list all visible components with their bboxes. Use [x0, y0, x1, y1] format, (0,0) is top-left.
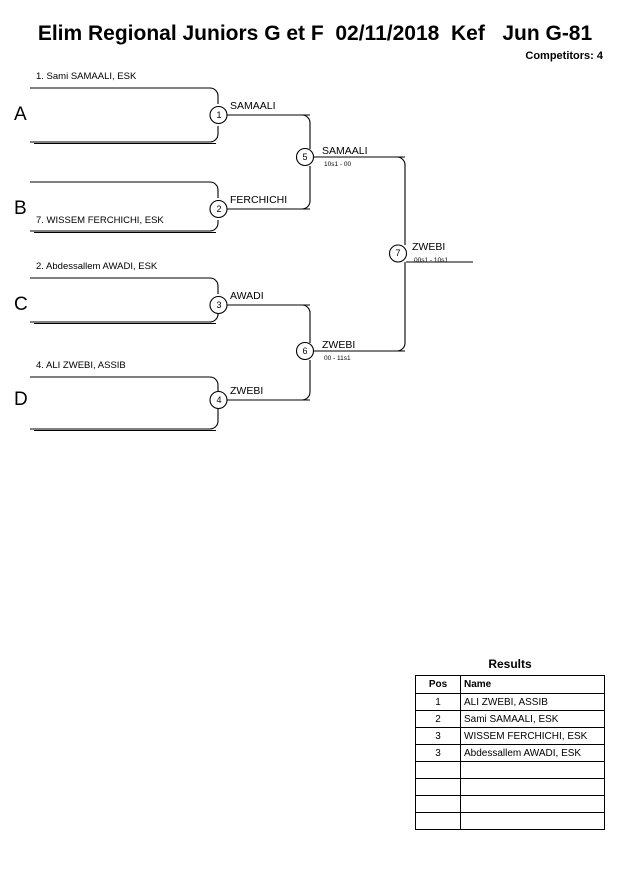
section-letter-b: B	[14, 198, 27, 219]
results-header-row: Pos Name	[415, 675, 605, 694]
match-7-winner: ZWEBI	[412, 241, 446, 253]
bracket-shadows	[34, 142, 216, 432]
match-number-7: 7	[395, 248, 401, 258]
result-pos	[415, 795, 461, 813]
result-pos	[415, 778, 461, 796]
result-pos: 3	[415, 727, 461, 745]
competitors-count: Competitors: 4	[525, 50, 603, 62]
match-7-score: 00s1 - 10s1	[414, 257, 448, 264]
match-5-score: 10s1 - 00	[324, 161, 352, 168]
result-name	[460, 761, 605, 779]
results-header-name: Name	[460, 675, 605, 694]
result-pos: 3	[415, 744, 461, 762]
table-row: 2 Sami SAMAALI, ESK	[415, 710, 605, 728]
result-name	[460, 778, 605, 796]
section-letter-a: A	[14, 104, 27, 125]
result-name	[460, 812, 605, 830]
match-4-lines	[30, 376, 310, 430]
bracket-diagram	[30, 87, 473, 432]
table-row: 3 WISSEM FERCHICHI, ESK	[415, 727, 605, 745]
result-pos: 1	[415, 693, 461, 711]
match-2-winner: FERCHICHI	[230, 194, 288, 206]
result-pos	[415, 761, 461, 779]
result-name: ALI ZWEBI, ASSIB	[460, 693, 605, 711]
table-row	[415, 761, 605, 779]
match-6-score: 00 - 11s1	[324, 355, 351, 362]
table-row	[415, 812, 605, 830]
table-row	[415, 778, 605, 796]
results-title: Results	[488, 657, 532, 671]
results-table: Pos Name 1 ALI ZWEBI, ASSIB 2 Sami SAMAA…	[415, 675, 605, 830]
result-pos: 2	[415, 710, 461, 728]
results-header-pos: Pos	[415, 675, 461, 694]
result-name: Sami SAMAALI, ESK	[460, 710, 605, 728]
result-name: Abdessallem AWADI, ESK	[460, 744, 605, 762]
match-number-1: 1	[216, 110, 222, 120]
result-pos	[415, 812, 461, 830]
section-letter-d: D	[14, 389, 28, 410]
match-number-3: 3	[216, 300, 222, 310]
result-name	[460, 795, 605, 813]
table-row: 1 ALI ZWEBI, ASSIB	[415, 693, 605, 711]
result-name: WISSEM FERCHICHI, ESK	[460, 727, 605, 745]
match-6-winner: ZWEBI	[322, 339, 356, 351]
table-row	[415, 795, 605, 813]
seed-label-a: 1. Sami SAMAALI, ESK	[36, 71, 137, 82]
match-number-4: 4	[216, 395, 222, 405]
seed-label-b: 7. WISSEM FERCHICHI, ESK	[36, 215, 164, 226]
match-number-5: 5	[302, 152, 308, 162]
match-number-6: 6	[302, 346, 308, 356]
section-letter-c: C	[14, 294, 28, 315]
match-2-lines	[30, 181, 310, 232]
match-number-2: 2	[216, 204, 222, 214]
match-1-winner: SAMAALI	[230, 100, 276, 112]
results-panel: Results Pos Name 1 ALI ZWEBI, ASSIB 2 Sa…	[415, 657, 605, 830]
seed-label-d: 4. ALI ZWEBI, ASSIB	[36, 360, 126, 371]
match-7-lines	[313, 156, 473, 352]
match-3-winner: AWADI	[230, 290, 264, 302]
match-5-winner: SAMAALI	[322, 145, 368, 157]
match-3-lines	[30, 277, 310, 323]
match-4-winner: ZWEBI	[230, 385, 264, 397]
page-title: Elim Regional Juniors G et F 02/11/2018 …	[37, 22, 593, 45]
table-row: 3 Abdessallem AWADI, ESK	[415, 744, 605, 762]
seed-label-c: 2. Abdessallem AWADI, ESK	[36, 261, 158, 272]
